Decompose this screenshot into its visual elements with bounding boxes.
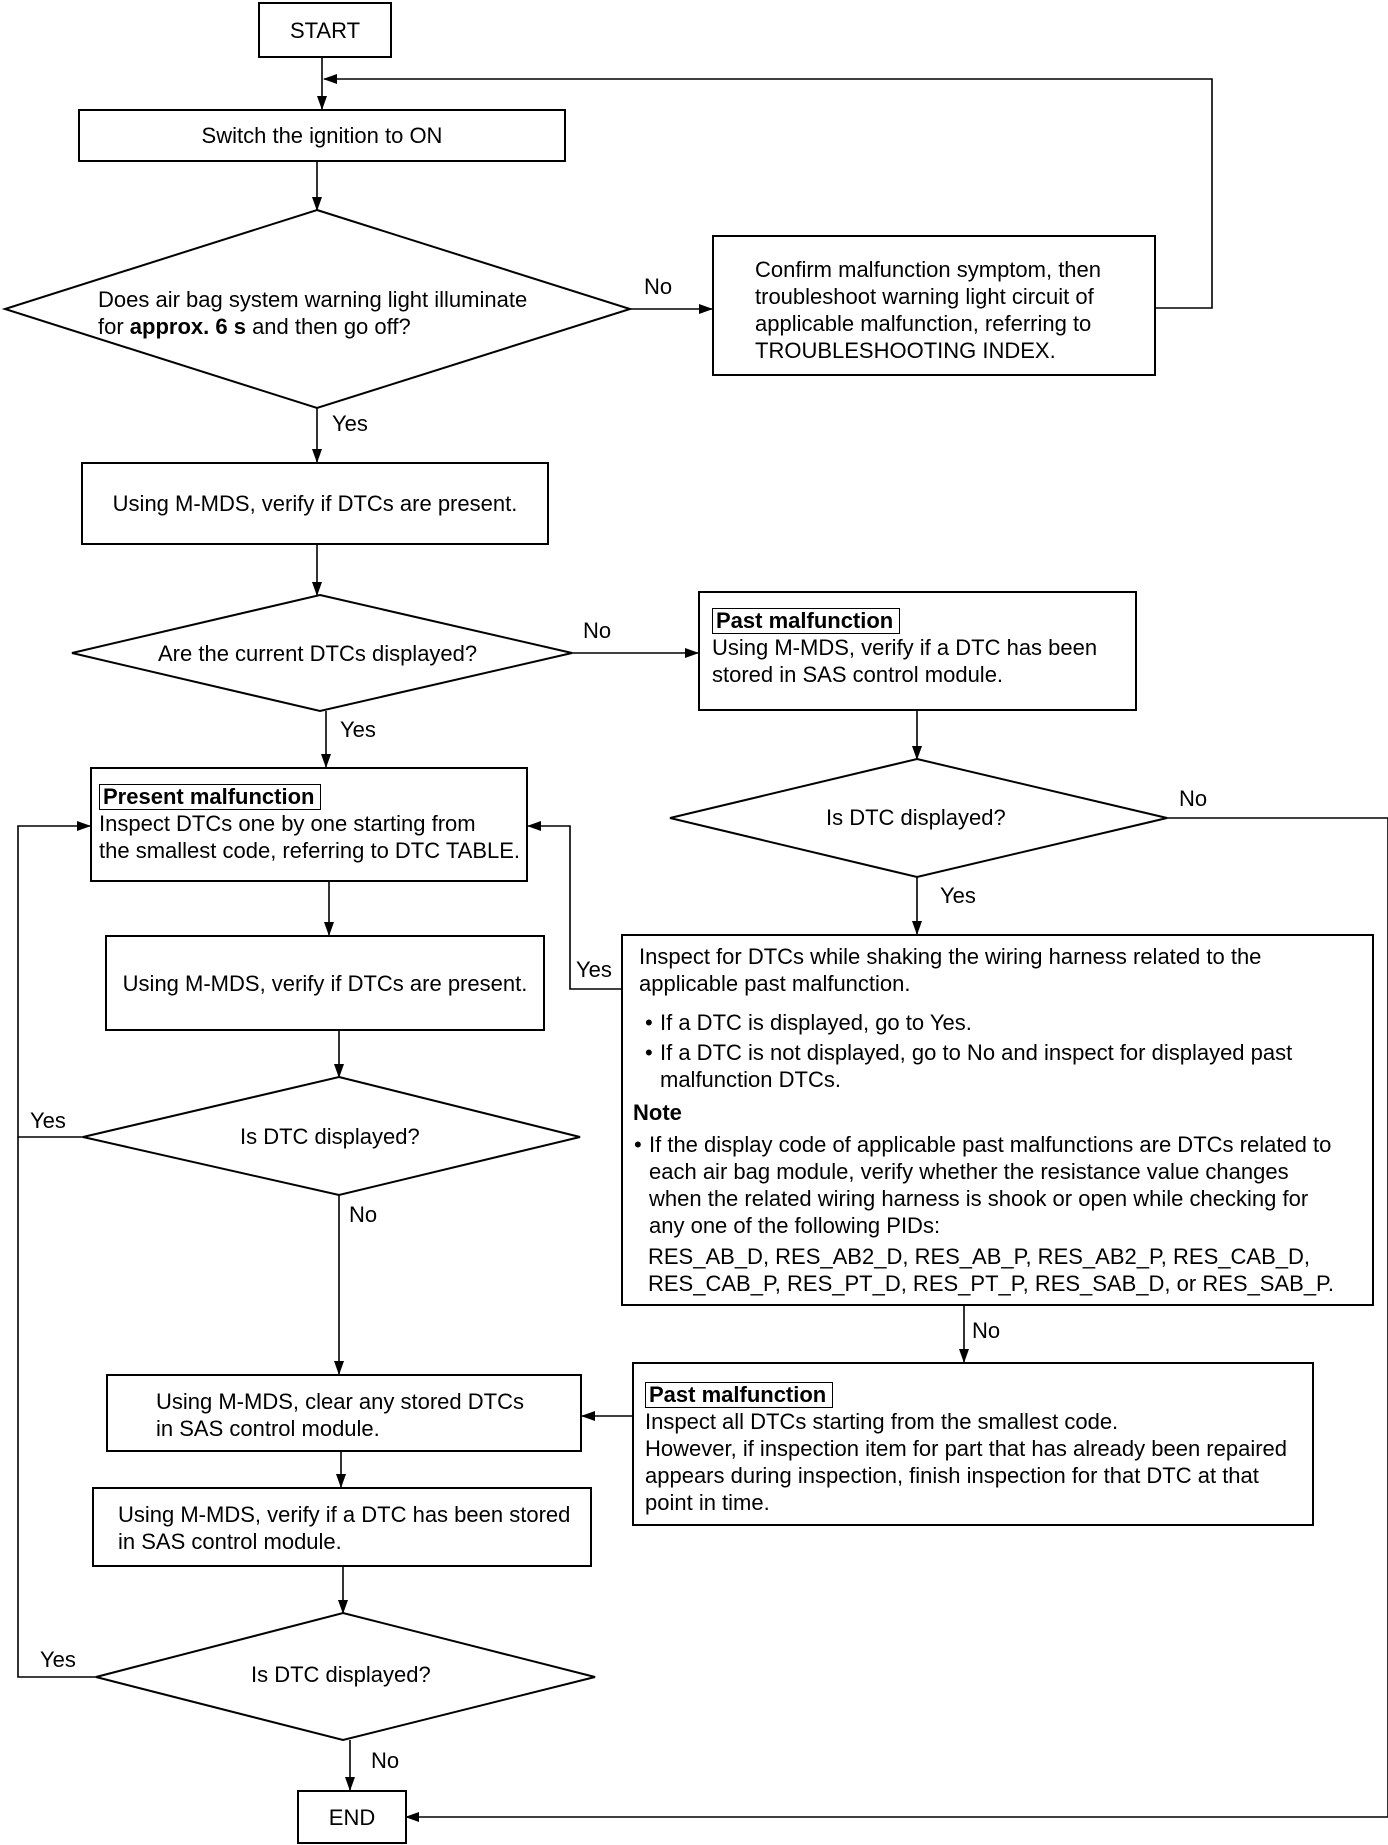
past-malfunction-1-line: stored in SAS control module.: [712, 662, 1004, 687]
label-no-dtc1: No: [1179, 786, 1208, 811]
decision-current-dtcs-text: Are the current DTCs displayed?: [158, 641, 478, 666]
past-malfunction-2-tag: Past malfunction: [645, 1382, 834, 1408]
label-no-dtc3: No: [371, 1748, 400, 1773]
connector-shake-yes: [527, 821, 621, 990]
clear-dtcs-box: Using M-MDS, clear any stored DTCs in SA…: [106, 1374, 582, 1452]
present-malfunction-line: Inspect DTCs one by one starting from: [99, 811, 476, 836]
shake-inspection-box: Inspect for DTCs while shaking the wirin…: [621, 934, 1374, 1306]
label-no-current: No: [583, 618, 612, 643]
warning-circuit-box: Confirm malfunction symptom, then troubl…: [712, 235, 1156, 376]
verify-stored-text: Using M-MDS, verify if a DTC has been st…: [118, 1502, 571, 1554]
past-malfunction-2-line: appears during inspection, finish inspec…: [645, 1463, 1259, 1488]
decision-dtc-2-shape: [82, 1075, 581, 1197]
note-text: If the display code of applicable past m…: [649, 1132, 1332, 1238]
label-yes-dtc3: Yes: [40, 1647, 76, 1672]
present-malfunction-tag: Present malfunction: [99, 784, 322, 810]
label-yes-current: Yes: [340, 717, 376, 742]
connector-dtc1-no: [405, 817, 1388, 1822]
warning-circuit-text: Confirm malfunction symptom, then troubl…: [755, 257, 1102, 363]
decision-dtc-1-text: Is DTC displayed?: [826, 805, 1006, 830]
bullet-icon: •: [645, 1040, 653, 1065]
label-no-warning: No: [644, 274, 673, 299]
decision-dtc-2-text: Is DTC displayed?: [240, 1124, 420, 1149]
start-label: START: [289, 17, 361, 43]
decision-current-dtcs-shape: [71, 593, 573, 713]
past-malfunction-2-line: However, if inspection item for part tha…: [645, 1436, 1288, 1461]
verify-dtcs-1-text: Using M-MDS, verify if DTCs are present.: [112, 491, 518, 516]
past-malfunction-1-line: Using M-MDS, verify if a DTC has been: [712, 635, 1098, 660]
label-yes-dtc1: Yes: [940, 883, 976, 908]
present-malfunction-box: Present malfunction Inspect DTCs one by …: [90, 767, 528, 882]
decision-warning-light-shape: [1, 208, 634, 410]
decision-dtc-3-shape: [95, 1611, 596, 1742]
step-ignition-text: Switch the ignition to ON: [201, 123, 443, 148]
connector-loop-back: [323, 74, 1213, 309]
label-yes-warning: Yes: [332, 411, 368, 436]
label-no-shake: No: [972, 1318, 1001, 1343]
clear-dtcs-text: Using M-MDS, clear any stored DTCs in SA…: [156, 1389, 524, 1441]
connector-dtc3-yes: [17, 1137, 96, 1678]
label-no-dtc2: No: [349, 1202, 378, 1227]
label-yes-dtc2: Yes: [30, 1108, 66, 1133]
end-terminal: END: [297, 1790, 407, 1844]
pid-list: RES_AB_D, RES_AB2_D, RES_AB_P, RES_AB2_P…: [648, 1244, 1335, 1296]
note-title: Note: [633, 1100, 682, 1125]
decision-dtc-1-shape: [669, 757, 1168, 879]
verify-dtcs-2-box: Using M-MDS, verify if DTCs are present.: [105, 935, 545, 1031]
shake-inspection-intro: Inspect for DTCs while shaking the wirin…: [639, 944, 1262, 996]
past-malfunction-2-box: Past malfunction Inspect all DTCs starti…: [632, 1362, 1314, 1526]
verify-dtcs-2-text: Using M-MDS, verify if DTCs are present.: [122, 970, 528, 996]
bullet-icon: •: [645, 1010, 653, 1035]
connector-dtc2-yes: [17, 821, 91, 1138]
verify-dtcs-1-box: Using M-MDS, verify if DTCs are present.: [81, 462, 549, 545]
bullet-icon: •: [634, 1132, 642, 1157]
decision-dtc-3-text: Is DTC displayed?: [251, 1662, 431, 1687]
present-malfunction-line: the smallest code, referring to DTC TABL…: [99, 838, 521, 863]
step-ignition-box: Switch the ignition to ON: [78, 109, 566, 162]
end-label: END: [328, 1804, 376, 1830]
verify-stored-box: Using M-MDS, verify if a DTC has been st…: [92, 1487, 592, 1567]
past-malfunction-2-line: Inspect all DTCs starting from the small…: [645, 1409, 1119, 1434]
start-terminal: START: [258, 2, 392, 58]
past-malfunction-1-box: Past malfunction Using M-MDS, verify if …: [698, 591, 1137, 711]
shake-bullet-2: If a DTC is not displayed, go to No and …: [660, 1040, 1293, 1092]
decision-warning-light-text: Does air bag system warning light illumi…: [98, 287, 528, 339]
label-yes-shake: Yes: [576, 957, 612, 982]
past-malfunction-2-line: point in time.: [645, 1490, 770, 1515]
shake-bullet-1: If a DTC is displayed, go to Yes.: [660, 1010, 972, 1035]
past-malfunction-1-tag: Past malfunction: [712, 608, 901, 634]
